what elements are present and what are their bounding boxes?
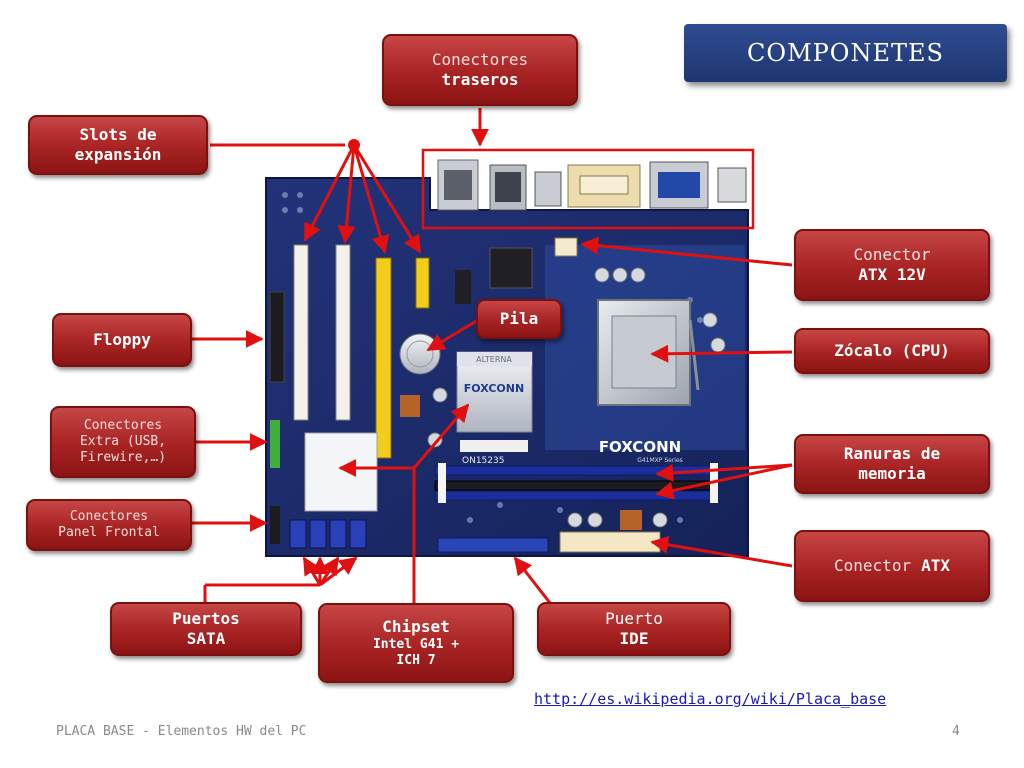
- callout-ram-line1: Ranuras de: [843, 444, 941, 463]
- expansion-slots: [293, 244, 430, 459]
- callout-cpu-line1: Zócalo (CPU): [834, 341, 950, 360]
- callout-chipset-line2: Intel G41 +: [372, 636, 460, 652]
- board-brand-text: FOXCONN: [599, 438, 681, 456]
- heatsink-top-text: ALTERNA: [476, 355, 512, 364]
- callout-ide-line2: IDE: [619, 629, 649, 648]
- callout-battery: Pila: [476, 299, 562, 339]
- heatsink-brand-text: FOXCONN: [464, 382, 524, 395]
- callout-atx-line2: ATX: [921, 556, 950, 575]
- callout-extra-line3: Firewire,…): [79, 450, 167, 466]
- callout-atx-connector: Conector ATX: [794, 530, 990, 602]
- callout-rear-connectors: Conectores traseros: [382, 34, 578, 106]
- callout-expansion-slots: Slots de expansión: [28, 115, 208, 175]
- rear-connectors-group: [437, 159, 747, 211]
- callout-atx-line1: Conector: [834, 556, 912, 575]
- callout-sata-ports: Puertos SATA: [110, 602, 302, 656]
- callout-front-panel: Conectores Panel Frontal: [26, 499, 192, 551]
- board-sticker-text: ON15235: [462, 456, 504, 466]
- callout-extra-connectors: Conectores Extra (USB, Firewire,…): [50, 406, 196, 478]
- callout-slots-line1: Slots de: [79, 125, 157, 144]
- memory-slots: [434, 463, 718, 503]
- source-link[interactable]: http://es.wikipedia.org/wiki/Placa_base: [534, 690, 887, 708]
- callout-ide-line1: Puerto: [605, 609, 663, 628]
- callout-extra-line1: Conectores: [83, 417, 163, 433]
- callout-sata-line1: Puertos: [172, 609, 240, 628]
- callout-atx12v-line1: Conector: [853, 245, 931, 264]
- callout-slots-line2: expansión: [74, 145, 162, 164]
- chipset-heatsink: [456, 351, 533, 433]
- page-number: 4: [952, 724, 960, 739]
- callout-ram-line2: memoria: [858, 464, 926, 483]
- callout-ide-port: Puerto IDE: [537, 602, 731, 656]
- callout-chipset-line1: Chipset: [382, 616, 450, 636]
- callout-panel-line1: Conectores: [69, 508, 149, 524]
- callout-rear-line1: Conectores: [431, 50, 529, 69]
- callout-rear-line2: traseros: [441, 70, 519, 89]
- callout-atx12v: Conector ATX 12V: [794, 229, 990, 301]
- rear-connectors-outline: [421, 148, 755, 230]
- board-model-text: G41MXP Series: [637, 457, 683, 464]
- slide-footer: PLACA BASE - Elementos HW del PC: [56, 724, 307, 739]
- callout-arrows: [192, 108, 793, 604]
- callout-chipset: Chipset Intel G41 + ICH 7: [318, 603, 514, 683]
- callout-floppy-line1: Floppy: [93, 330, 151, 349]
- slide-title: COMPONETES: [684, 24, 1007, 82]
- callout-atx12v-line2: ATX 12V: [858, 265, 926, 284]
- callout-chipset-line3: ICH 7: [396, 653, 436, 668]
- cpu-socket: [597, 299, 700, 406]
- callout-extra-line2: Extra (USB,: [79, 433, 167, 449]
- callout-floppy: Floppy: [52, 313, 192, 367]
- callout-cpu-socket: Zócalo (CPU): [794, 328, 990, 374]
- callout-memory-slots: Ranuras de memoria: [794, 434, 990, 494]
- callout-panel-line2: Panel Frontal: [58, 525, 160, 540]
- callout-pila-line1: Pila: [499, 309, 539, 328]
- slots-arrow-hub: [348, 139, 360, 151]
- callout-sata-line2: SATA: [186, 629, 226, 648]
